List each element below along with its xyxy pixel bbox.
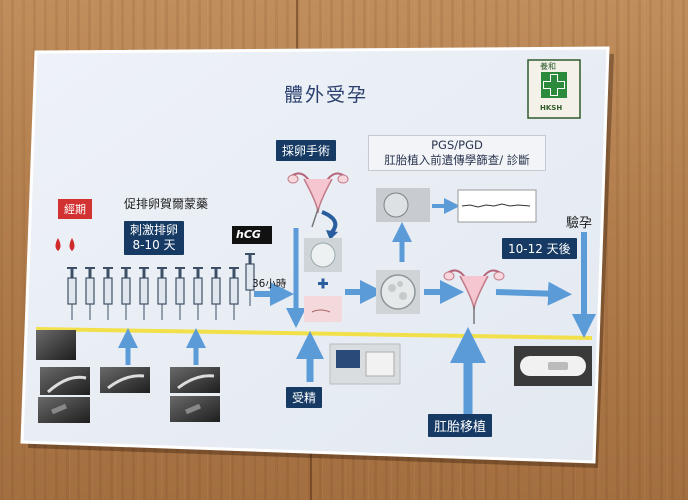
poster-title: 體外受孕 [284,84,369,106]
uterus-transfer-diagram [443,269,505,324]
syringe-icon [157,267,167,320]
hours-36-label: 36小時 [252,278,287,290]
embryo-transfer-label: 肛胎移植 [428,414,493,437]
hcg-label-block [232,226,272,244]
pgs-pgd-box: PGS/PGD 肛胎植入前遺傳學篩查/ 診斷 [368,135,546,171]
uterus-diagram [287,172,349,228]
syringe-icon [245,253,255,306]
wood-seam [296,0,298,60]
drug-label: 促排卵賀爾蒙藥 [124,197,209,211]
stimulation-label: 刺激排卵 8-10 天 [124,221,185,255]
ultrasound-probe-photo [38,397,90,423]
syringe-icon [67,267,77,320]
logo-text: HKSH [540,104,563,112]
hcg-text: hCG [236,228,261,241]
syringe-icon [103,267,113,320]
sperm-photo [304,296,342,322]
syringe-icon [193,267,203,320]
syringe-icon [121,267,131,320]
egg-retrieval-label: 採卵手術 [276,140,337,161]
ultrasound-probe-photo [170,367,220,393]
syringe-icons [67,253,255,320]
genetic-chart-thumbnail [457,189,537,223]
pregnancy-test-label: 驗孕 [566,216,593,231]
curved-arrow [321,210,338,234]
ultrasound-probe-photo [100,367,150,393]
syringe-icon [139,267,149,320]
monitoring-arrows [118,328,206,365]
blood-drop-icons [55,238,75,251]
syringe-icon [85,267,95,320]
syringe-icon [175,267,185,320]
plus-icon [318,278,328,289]
menstruation-label: 經期 [58,199,92,219]
syringe-icon [211,267,221,320]
fertilization-label: 受精 [286,387,323,408]
wood-seam [310,450,312,500]
ultrasound-photo [36,330,76,360]
logo-chinese-text: 養和 [540,62,556,71]
days-after-label: 10-12 天後 [502,238,577,259]
arrow-to-pregnancy [495,281,572,306]
hksh-logo [527,59,581,119]
syringe-icon [229,267,239,320]
